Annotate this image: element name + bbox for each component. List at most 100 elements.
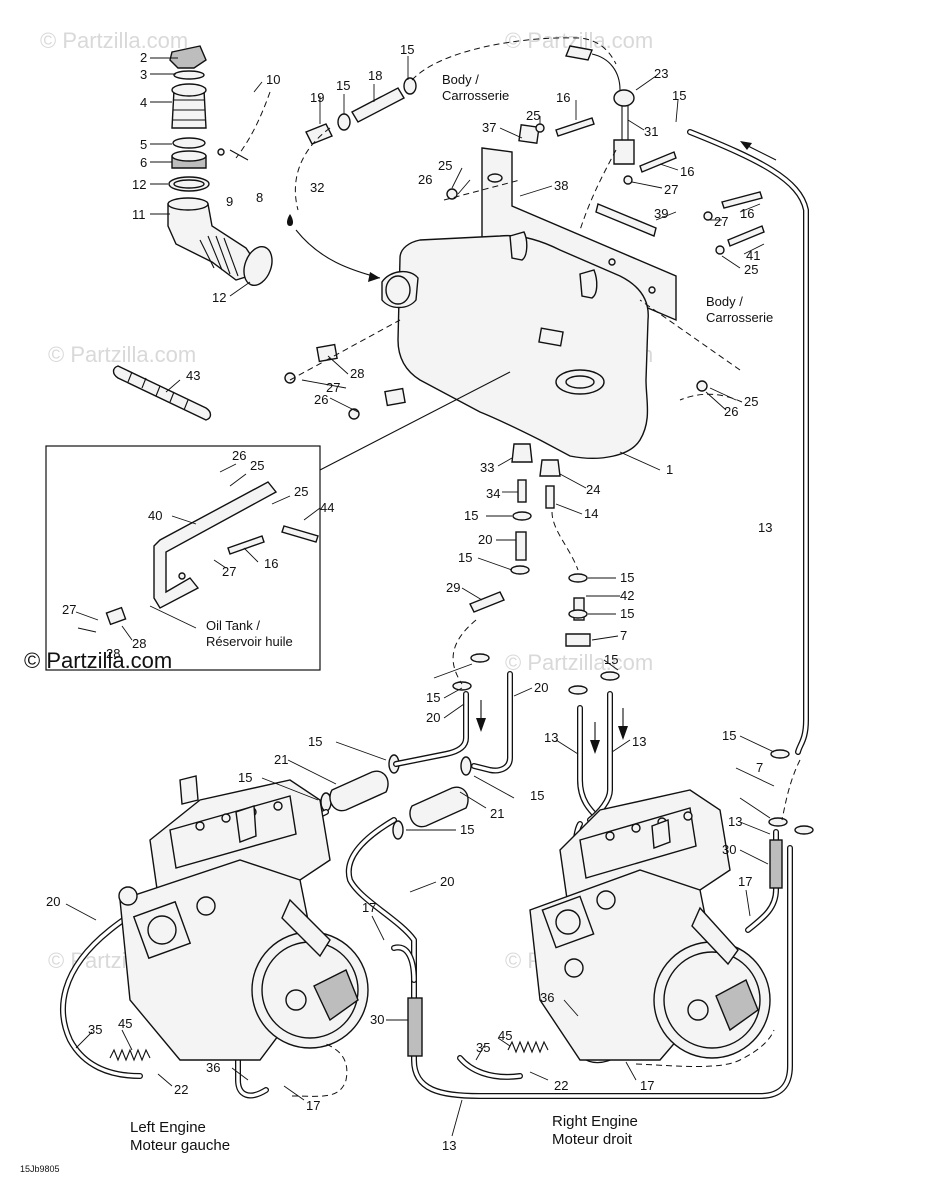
callout-number: 35 <box>476 1040 490 1055</box>
callout-number: 21 <box>490 806 504 821</box>
callout-number: 45 <box>118 1016 132 1031</box>
callout-number: 32 <box>310 180 324 195</box>
callout-number: 15 <box>464 508 478 523</box>
callout-number: 26 <box>314 392 328 407</box>
bolts <box>555 117 765 247</box>
callout-number: 43 <box>186 368 200 383</box>
callout-number: 25 <box>744 262 758 277</box>
callout-number: 22 <box>174 1082 188 1097</box>
callout-number: 39 <box>654 206 668 221</box>
callout-number: 15 <box>336 78 350 93</box>
body-label-fr: Carrosserie <box>442 88 509 103</box>
right-engine-label-fr: Moteur droit <box>552 1131 633 1148</box>
callout-number: 26 <box>232 448 246 463</box>
callout-number: 34 <box>486 486 500 501</box>
watermarks: © Partzilla.com © Partzilla.com © Partzi… <box>24 28 653 973</box>
callout-number: 7 <box>756 760 763 775</box>
callout-number: 4 <box>140 95 147 110</box>
callout-number: 25 <box>294 484 308 499</box>
body-label: Body / <box>706 294 743 309</box>
callout-number: 20 <box>478 532 492 547</box>
callouts <box>65 56 775 1137</box>
callout-number: 12 <box>212 290 226 305</box>
callout-number: 17 <box>362 900 376 915</box>
callout-number: 8 <box>256 190 263 205</box>
callout-number: 7 <box>620 628 627 643</box>
callout-number: 41 <box>746 248 760 263</box>
callout-number: 44 <box>320 500 334 515</box>
inset-box <box>45 371 511 671</box>
callout-number: 13 <box>632 734 646 749</box>
callout-number: 15 <box>458 550 472 565</box>
right-engine-label: Right Engine <box>552 1113 638 1130</box>
callout-number: 15 <box>604 652 618 667</box>
filler-cap-assembly <box>167 45 273 287</box>
watermark: © Partzilla.com <box>40 28 188 53</box>
callout-number: 31 <box>644 124 658 139</box>
callout-number: 17 <box>738 874 752 889</box>
callout-number: 15 <box>530 788 544 803</box>
callout-number: 13 <box>442 1138 456 1153</box>
callout-number: 17 <box>640 1078 654 1093</box>
hose-sleeves <box>407 839 783 1057</box>
rubber-mounts <box>284 123 725 420</box>
callout-number: 28 <box>132 636 146 651</box>
callout-number: 16 <box>680 164 694 179</box>
callout-number: 28 <box>106 646 120 661</box>
callout-number: 40 <box>148 508 162 523</box>
dashed-routing <box>289 149 801 821</box>
oil-tank <box>381 231 649 459</box>
callout-number: 20 <box>46 894 60 909</box>
watermark: © Partzilla.com <box>48 342 196 367</box>
callout-number: 30 <box>370 1012 384 1027</box>
tank-fittings <box>469 443 591 647</box>
callout-numbers: 2 3 4 5 6 12 11 12 10 9 8 19 15 18 15 37… <box>46 42 772 1153</box>
callout-number: 15 <box>238 770 252 785</box>
watermark: © Partzilla.com <box>505 650 653 675</box>
callout-number: 9 <box>226 194 233 209</box>
callout-number: 28 <box>350 366 364 381</box>
callout-number: 15 <box>620 606 634 621</box>
callout-number: 23 <box>654 66 668 81</box>
callout-number: 33 <box>480 460 494 475</box>
callout-number: 27 <box>62 602 76 617</box>
vent-line-parts <box>305 77 417 145</box>
callout-number: 10 <box>266 72 280 87</box>
callout-number: 3 <box>140 67 147 82</box>
callout-number: 12 <box>132 177 146 192</box>
callout-number: 15 <box>308 734 322 749</box>
callout-number: 24 <box>586 482 600 497</box>
callout-number: 5 <box>140 137 147 152</box>
watermark-main: © Partzilla.com <box>24 648 172 673</box>
callout-number: 19 <box>310 90 324 105</box>
pad-43 <box>112 365 212 421</box>
callout-number: 2 <box>140 50 147 65</box>
callout-number: 25 <box>438 158 452 173</box>
callout-number: 36 <box>540 990 554 1005</box>
left-engine-label-fr: Moteur gauche <box>130 1137 230 1154</box>
callout-number: 15 <box>672 88 686 103</box>
callout-number: 29 <box>446 580 460 595</box>
callout-number: 14 <box>584 506 598 521</box>
callout-number: 27 <box>326 380 340 395</box>
callout-number: 17 <box>306 1098 320 1113</box>
callout-number: 6 <box>140 155 147 170</box>
callout-number: 1 <box>666 462 673 477</box>
right-engine <box>529 789 771 1061</box>
callout-number: 27 <box>222 564 236 579</box>
callout-number: 11 <box>132 207 146 222</box>
callout-number: 15 <box>426 690 440 705</box>
callout-number: 20 <box>534 680 548 695</box>
callout-number: 13 <box>544 730 558 745</box>
vent-route-dashed <box>294 127 331 211</box>
callout-number: 26 <box>724 404 738 419</box>
text-labels: Body / Carrosserie Body / Carrosserie Oi… <box>20 72 773 1174</box>
oil-tank-label: Oil Tank / <box>206 618 260 633</box>
callout-number: 30 <box>722 842 736 857</box>
callout-number: 16 <box>264 556 278 571</box>
callout-number: 13 <box>728 814 742 829</box>
callout-number: 25 <box>526 108 540 123</box>
drawing-code: 15Jb9805 <box>20 1164 60 1174</box>
callout-number: 45 <box>498 1028 512 1043</box>
